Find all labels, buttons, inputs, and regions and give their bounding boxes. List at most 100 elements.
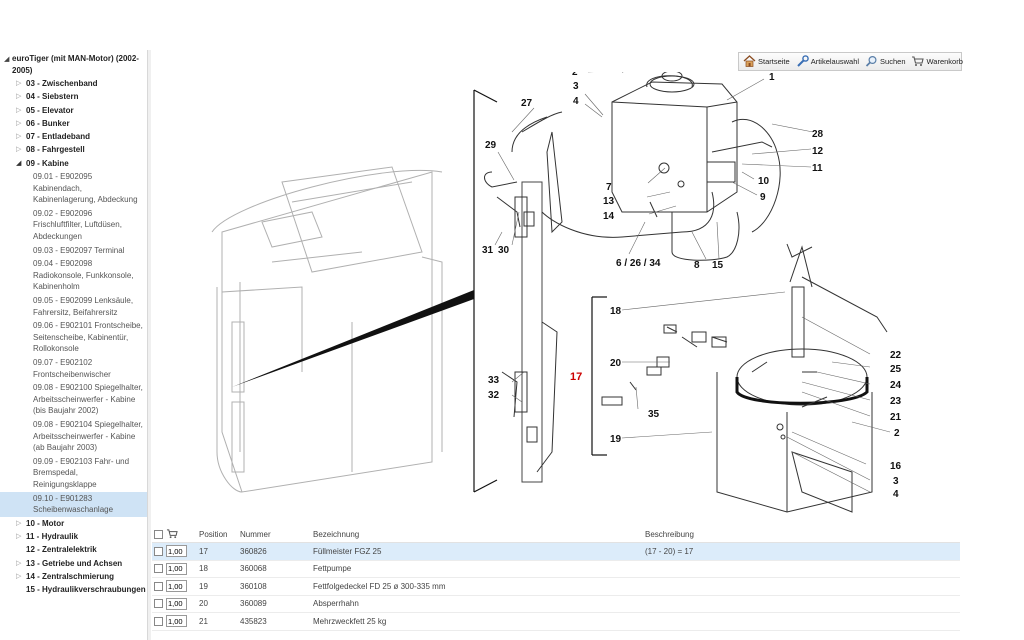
- expanded-caret-icon[interactable]: ◢: [4, 56, 10, 63]
- callout-9[interactable]: 9: [760, 192, 766, 203]
- tree-group-10[interactable]: ▷10 - Motor: [0, 517, 147, 530]
- callout-32[interactable]: 32: [488, 390, 500, 401]
- callout-29[interactable]: 29: [485, 140, 497, 151]
- callout-6-26-34[interactable]: 6 / 26 / 34: [616, 258, 661, 269]
- sidebar-splitter[interactable]: [148, 50, 151, 640]
- table-row[interactable]: 17 360826 Füllmeister FGZ 25 (17 - 20) =…: [152, 543, 960, 561]
- tree-group-13[interactable]: ▷13 - Getriebe und Achsen: [0, 557, 147, 570]
- exploded-view-drawing[interactable]: 2 1 3 4 27 28 29 12 11 10 7 9 13 14 31 3…: [152, 72, 962, 524]
- article-selection-button[interactable]: Artikelauswahl: [796, 54, 859, 69]
- callout-16[interactable]: 16: [890, 461, 902, 472]
- row-checkbox[interactable]: [152, 546, 166, 556]
- tree-leaf-0903[interactable]: 09.03 - E902097 Terminal: [33, 245, 125, 255]
- collapsed-caret-icon[interactable]: ▷: [16, 93, 22, 101]
- tree-group-09[interactable]: ◢09 - Kabine: [0, 157, 147, 170]
- collapsed-caret-icon[interactable]: ▷: [16, 146, 22, 154]
- tree-leaf-0905[interactable]: 09.05 - E902099 Lenksäule, Fahrersitz, B…: [33, 296, 134, 317]
- home-button[interactable]: Startseite: [743, 54, 790, 69]
- search-button[interactable]: Suchen: [865, 55, 905, 69]
- tree-group-14[interactable]: ▷14 - Zentralschmierung: [0, 570, 147, 583]
- collapsed-caret-icon[interactable]: ▷: [16, 533, 22, 540]
- callout-10[interactable]: 10: [758, 176, 770, 187]
- row-checkbox[interactable]: [152, 564, 166, 574]
- callout-8[interactable]: 8: [694, 260, 700, 271]
- callout-15[interactable]: 15: [712, 260, 724, 271]
- callout-30[interactable]: 30: [498, 245, 510, 256]
- callout-2[interactable]: 2: [572, 72, 578, 78]
- quantity-input[interactable]: [166, 545, 187, 558]
- callout-22[interactable]: 22: [890, 350, 902, 361]
- cart-button[interactable]: Warenkorb: [911, 55, 963, 69]
- quantity-input[interactable]: [166, 597, 187, 610]
- header-nummer[interactable]: Nummer: [240, 530, 271, 539]
- collapsed-caret-icon[interactable]: ▷: [16, 133, 22, 141]
- quantity-input[interactable]: [166, 615, 187, 628]
- tree-leaf-0902[interactable]: 09.02 - E902096 Frischluftfilter, Luftdü…: [33, 208, 122, 242]
- collapsed-caret-icon[interactable]: ▷: [16, 559, 22, 567]
- callout-28[interactable]: 28: [812, 129, 824, 140]
- callout-23[interactable]: 23: [890, 396, 902, 407]
- callout-24[interactable]: 24: [890, 380, 902, 391]
- callout-17[interactable]: 17: [570, 371, 582, 383]
- category-tree[interactable]: ◢euroTiger (mit MAN-Motor) (2002-2005) ▷…: [0, 50, 148, 640]
- tree-group-05[interactable]: ▷05 - Elevator: [0, 104, 147, 117]
- row-checkbox[interactable]: [152, 599, 166, 609]
- tree-group-04[interactable]: ▷04 - Siebstern: [0, 90, 147, 103]
- header-beschreibung[interactable]: Beschreibung: [645, 530, 694, 539]
- tree-leaf-0908b[interactable]: 09.08 - E902104 Spiegelhalter, Arbeitssc…: [33, 419, 143, 453]
- tree-root-item[interactable]: ◢euroTiger (mit MAN-Motor) (2002-2005): [0, 50, 147, 77]
- callout-2b[interactable]: 2: [894, 428, 900, 439]
- callout-33[interactable]: 33: [488, 375, 500, 386]
- table-row[interactable]: 20 360089 Absperrhahn: [152, 596, 960, 613]
- callout-4b[interactable]: 4: [893, 489, 899, 500]
- callout-20[interactable]: 20: [610, 358, 622, 369]
- callout-4[interactable]: 4: [573, 96, 579, 107]
- tree-leaf-0906[interactable]: 09.06 - E902101 Frontscheibe, Seitensche…: [33, 321, 143, 354]
- table-row[interactable]: 21 435823 Mehrzweckfett 25 kg: [152, 613, 960, 631]
- callout-14[interactable]: 14: [603, 211, 615, 222]
- tree-leaf-0910-selected[interactable]: 09.10 - E901283 Scheibenwaschanlage: [0, 491, 147, 517]
- callout-35[interactable]: 35: [648, 409, 660, 420]
- callout-25[interactable]: 25: [890, 364, 902, 375]
- tree-leaf-0904[interactable]: 09.04 - E902098 Radiokonsole, Funkkonsol…: [33, 259, 134, 292]
- table-row[interactable]: 19 360108 Fettfolgedeckel FD 25 ø 300-33…: [152, 578, 960, 596]
- callout-18[interactable]: 18: [610, 306, 622, 317]
- callout-3b[interactable]: 3: [893, 476, 899, 487]
- collapsed-caret-icon[interactable]: ▷: [16, 106, 22, 114]
- callout-7[interactable]: 7: [606, 182, 612, 193]
- header-bezeichnung[interactable]: Bezeichnung: [313, 530, 360, 539]
- tree-group-07[interactable]: ▷07 - Entladeband: [0, 130, 147, 143]
- callout-31[interactable]: 31: [482, 245, 494, 256]
- collapsed-caret-icon[interactable]: ▷: [16, 80, 22, 87]
- header-position[interactable]: Position: [199, 530, 228, 539]
- tree-leaf-0907[interactable]: 09.07 - E902102 Frontscheibenwischer: [33, 357, 111, 379]
- collapsed-caret-icon[interactable]: ▷: [16, 119, 22, 127]
- callout-19[interactable]: 19: [610, 434, 622, 445]
- row-checkbox[interactable]: [152, 616, 166, 626]
- tree-group-15[interactable]: 15 - Hydraulikverschraubungen: [0, 583, 147, 596]
- row-checkbox[interactable]: [152, 581, 166, 591]
- callout-13[interactable]: 13: [603, 196, 615, 207]
- callout-27[interactable]: 27: [521, 98, 533, 109]
- table-row[interactable]: 18 360068 Fettpumpe: [152, 561, 960, 578]
- tree-group-03[interactable]: ▷03 - Zwischenband: [0, 77, 147, 90]
- zoom-pointer: [232, 290, 474, 387]
- tree-leaf-0908a[interactable]: 09.08 - E902100 Spiegelhalter, Arbeitssc…: [33, 383, 143, 416]
- tree-leaf-0909[interactable]: 09.09 - E902103 Fahr- und Bremspedal, Re…: [33, 456, 130, 489]
- callout-21[interactable]: 21: [890, 412, 902, 423]
- quantity-input[interactable]: [166, 562, 187, 575]
- select-all-checkbox[interactable]: [152, 530, 166, 539]
- tree-leaf-0901[interactable]: 09.01 - E902095 Kabinendach, Kabinenlage…: [33, 172, 138, 205]
- expanded-caret-icon[interactable]: ◢: [16, 159, 22, 167]
- quantity-input[interactable]: [166, 580, 187, 593]
- tree-group-11[interactable]: ▷11 - Hydraulik: [0, 530, 147, 543]
- callout-1[interactable]: 1: [769, 72, 775, 83]
- callout-12[interactable]: 12: [812, 146, 824, 157]
- tree-group-12[interactable]: 12 - Zentralelektrik: [0, 543, 147, 556]
- tree-group-08[interactable]: ▷08 - Fahrgestell: [0, 143, 147, 156]
- tree-group-06[interactable]: ▷06 - Bunker: [0, 117, 147, 130]
- collapsed-caret-icon[interactable]: ▷: [16, 519, 22, 527]
- callout-11[interactable]: 11: [812, 163, 823, 174]
- collapsed-caret-icon[interactable]: ▷: [16, 572, 22, 580]
- callout-3[interactable]: 3: [573, 81, 579, 92]
